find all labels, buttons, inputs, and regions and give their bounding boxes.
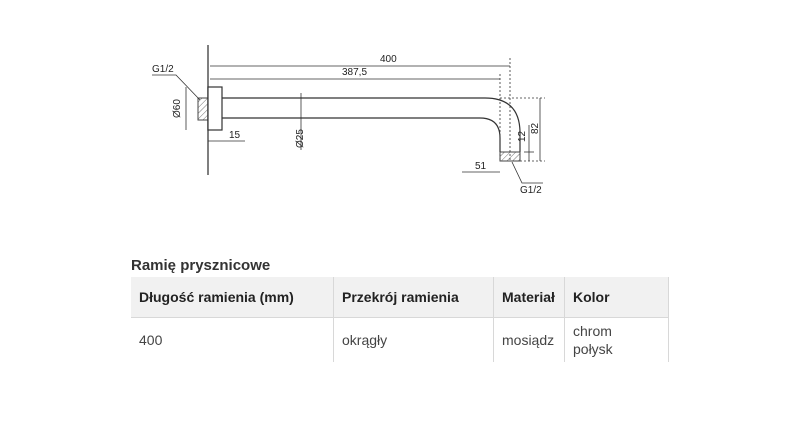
cell-color-line1: chrom [573, 323, 612, 339]
spec-table: Długość ramienia (mm) Przekrój ramienia … [131, 277, 669, 362]
dim-arm-length: 387,5 [342, 67, 367, 78]
header-arm-length: Długość ramienia (mm) [131, 277, 334, 318]
header-cross-section: Przekrój ramienia [333, 277, 494, 318]
cell-arm-length: 400 [131, 317, 334, 362]
thread-label-bottom: G1/2 [520, 185, 542, 196]
dim-wall-plate-diameter: Ø60 [172, 99, 183, 118]
dim-outlet-height: 12 [517, 130, 528, 142]
dim-total-length: 400 [380, 54, 397, 65]
dim-drop-height: 82 [530, 122, 541, 134]
shower-arm-technical-drawing: 400 387,5 G1/2 Ø60 15 Ø25 51 12 82 G1/2 [152, 45, 545, 196]
wall-plate [207, 86, 223, 131]
cell-color-line2: połysk [573, 341, 613, 357]
section-title: Ramię prysznicowe [131, 257, 271, 274]
shower-arm-outline [222, 97, 521, 152]
cell-color: chrom połysk [564, 317, 669, 362]
header-material: Materiał [493, 277, 565, 318]
cell-material: mosiądz [493, 317, 565, 362]
dim-tube-diameter: Ø25 [295, 129, 306, 148]
dim-end-offset: 51 [475, 161, 487, 172]
spec-table-header-row: Długość ramienia (mm) Przekrój ramienia … [131, 277, 669, 318]
header-color: Kolor [564, 277, 669, 318]
thread-label-top: G1/2 [152, 64, 174, 75]
cell-cross-section: okrągły [333, 317, 494, 362]
dim-plate-depth: 15 [229, 130, 241, 141]
table-row: 400 okrągły mosiądz chrom połysk [131, 317, 669, 362]
wall-thread-connector [197, 97, 209, 121]
